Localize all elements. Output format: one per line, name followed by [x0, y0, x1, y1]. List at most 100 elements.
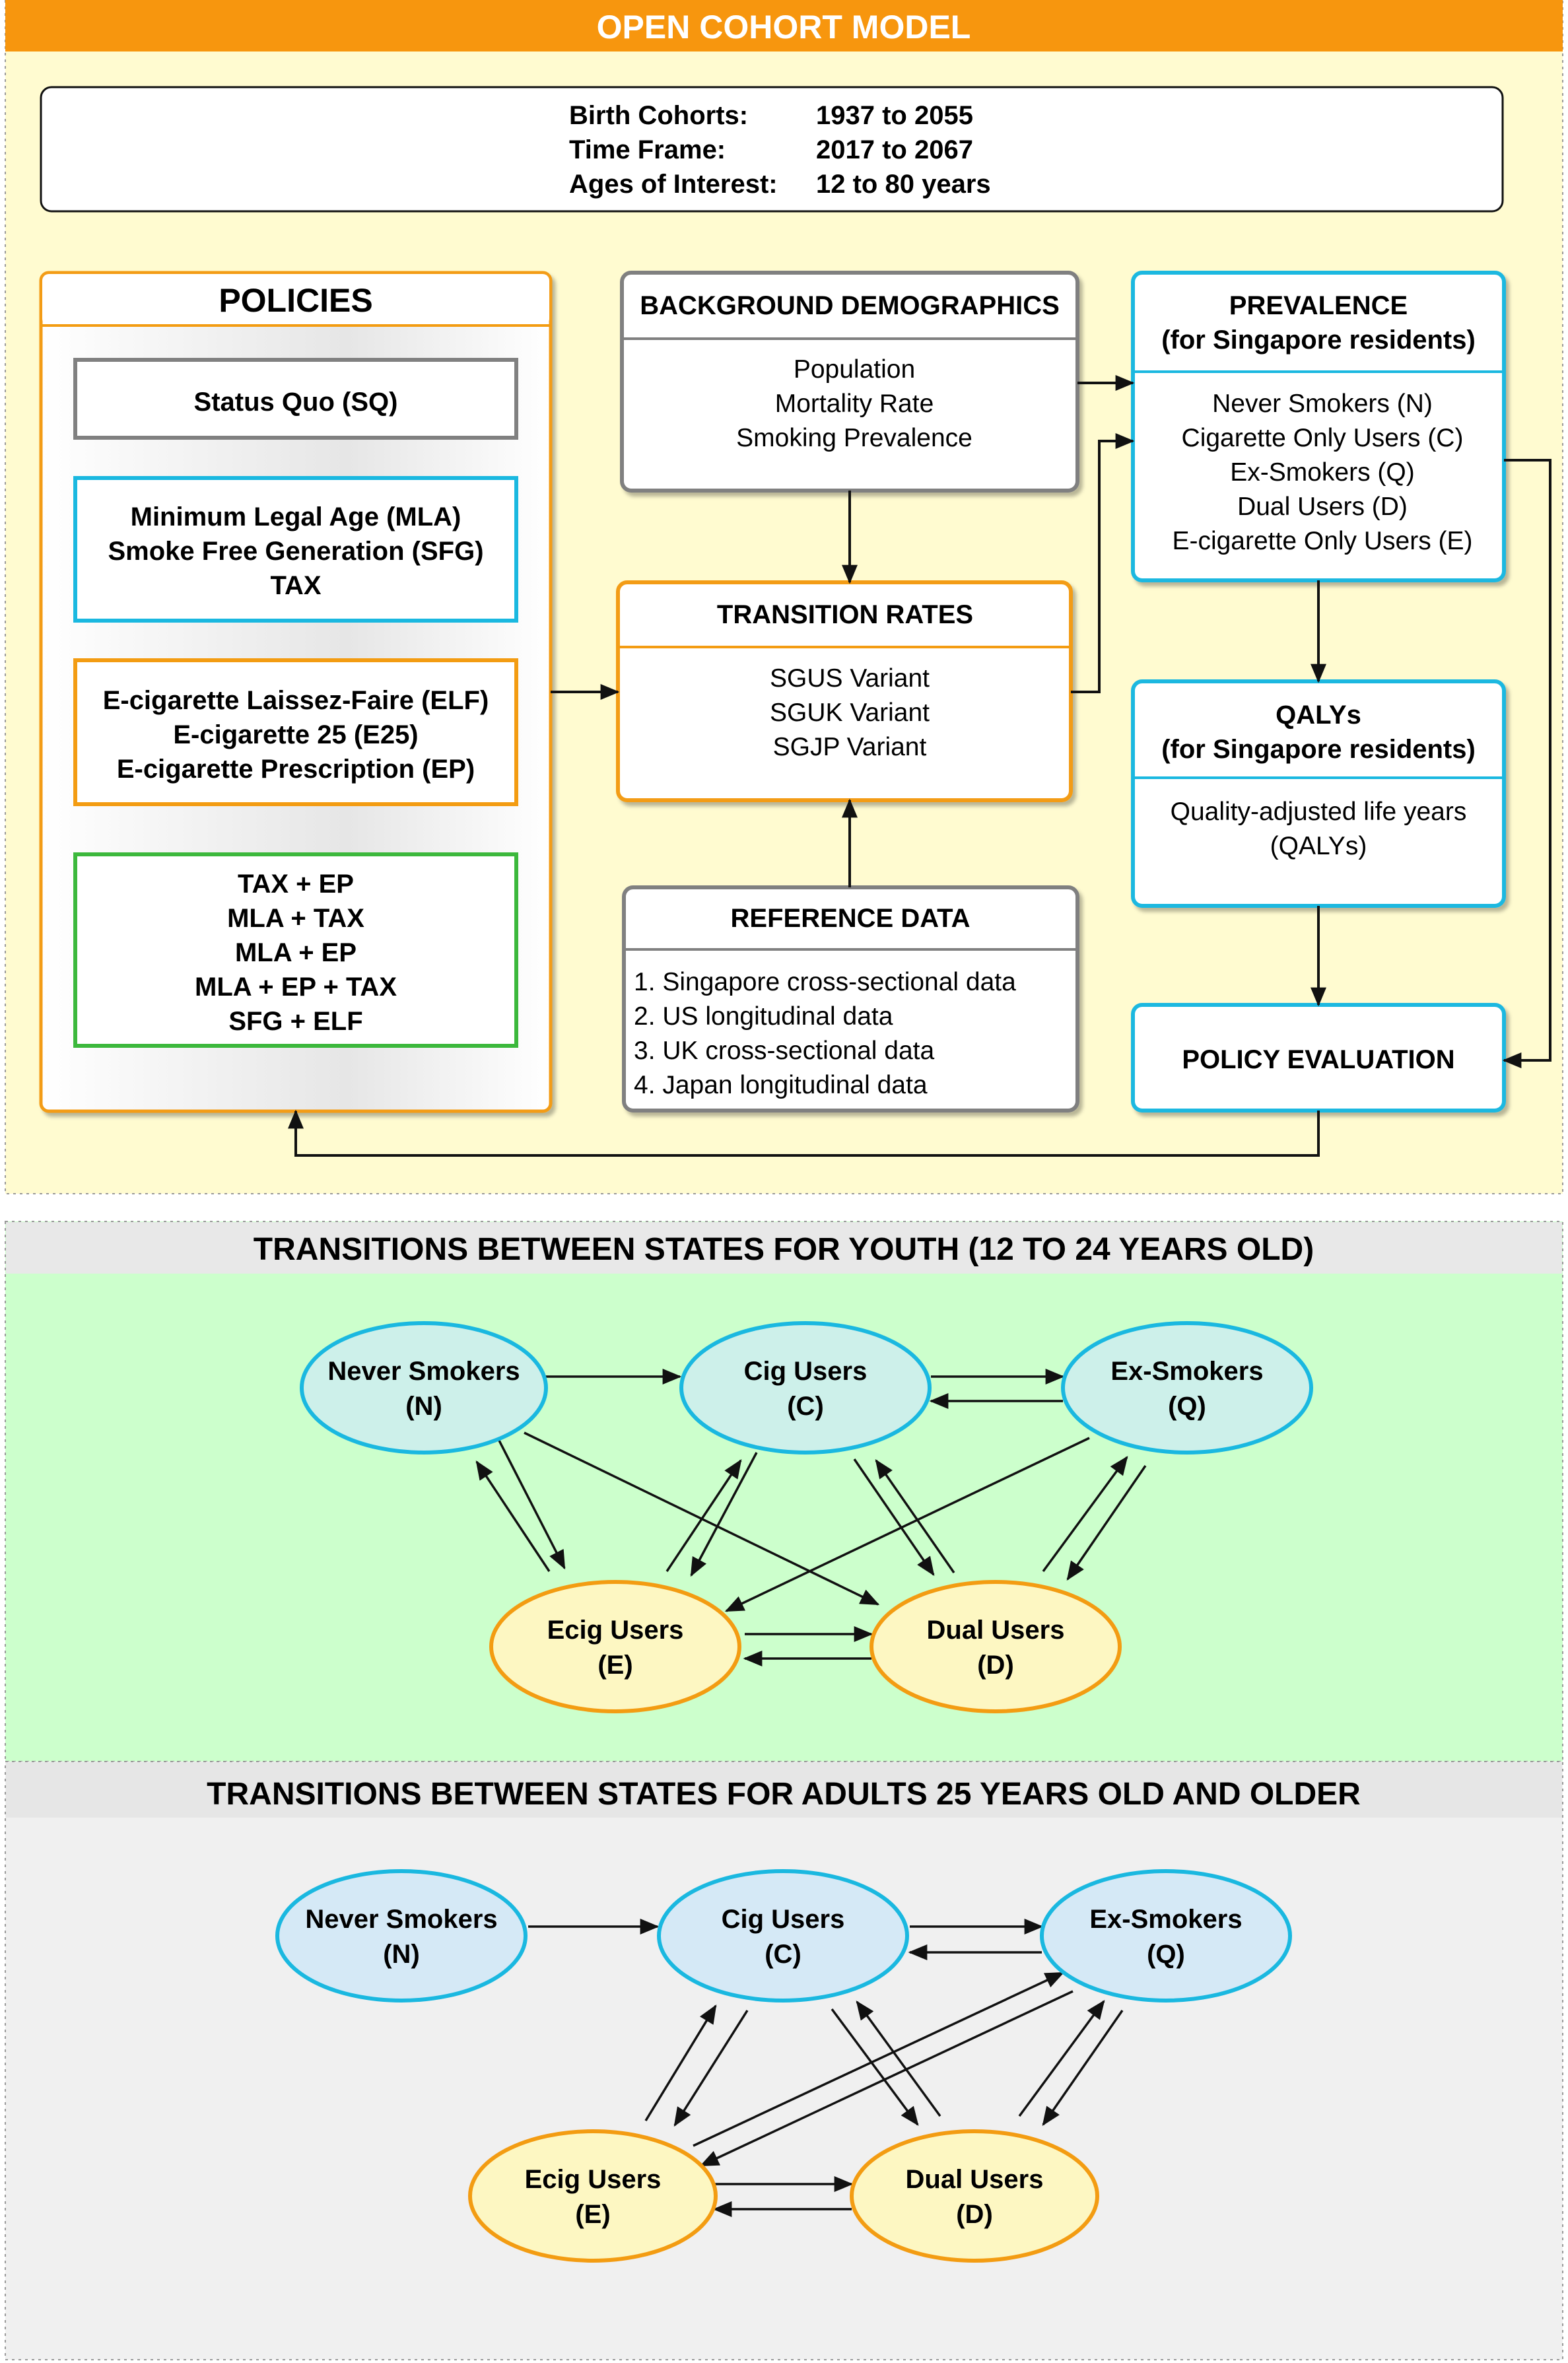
policy-label: TAX + EP [238, 870, 354, 899]
box-title: BACKGROUND DEMOGRAPHICS [640, 291, 1060, 320]
qalys-box: QALYs (for Singapore residents) Quality-… [1131, 679, 1506, 908]
summary-value: 12 to 80 years [816, 170, 991, 199]
box-subtitle: (for Singapore residents) [1161, 325, 1476, 355]
policy-label: E-cigarette Laissez-Faire (ELF) [103, 686, 489, 715]
state-label: Ecig Users [547, 1616, 684, 1645]
policies-box: POLICIES Status Quo (SQ) Minimum Legal A… [39, 271, 553, 1113]
state-label: Ecig Users [525, 2165, 662, 2194]
youth-title: TRANSITIONS BETWEEN STATES FOR YOUTH (12… [254, 1232, 1314, 1267]
state-code: (D) [956, 2200, 993, 2229]
state-code: (E) [597, 1651, 632, 1680]
box-item: Population [794, 355, 915, 384]
box-item: Smoking Prevalence [736, 424, 972, 452]
box-item: (QALYs) [1270, 832, 1367, 860]
state-code: (C) [765, 1940, 801, 1969]
policy-label: E-cigarette Prescription (EP) [117, 755, 475, 784]
box-title: POLICY EVALUATION [1182, 1045, 1454, 1074]
policy-label: Status Quo (SQ) [194, 388, 398, 417]
box-item: E-cigarette Only Users (E) [1172, 527, 1472, 555]
policy-label: MLA + EP [235, 938, 357, 967]
arrow-prevalence-to-evaluation [1502, 459, 1551, 1068]
box-item: Ex-Smokers (Q) [1230, 458, 1415, 487]
box-item: 3. UK cross-sectional data [634, 1037, 935, 1065]
box-item: Cigarette Only Users (C) [1182, 424, 1464, 452]
flow-arrows [288, 375, 1551, 1157]
summary-value: 1937 to 2055 [816, 101, 973, 130]
box-item: 1. Singapore cross-sectional data [634, 968, 1016, 996]
box-title: QALYs [1276, 701, 1361, 730]
adult-transition-arrows [528, 1919, 1124, 2217]
adult-panel: TRANSITIONS BETWEEN STATES FOR ADULTS 25… [5, 1761, 1563, 2360]
box-item: SGJP Variant [773, 733, 927, 761]
policy-label: TAX [270, 571, 321, 600]
box-item: SGUS Variant [770, 664, 930, 693]
box-title: TRANSITION RATES [717, 600, 973, 629]
adult-state-ecig-users: Ecig Users (E) [468, 2129, 718, 2263]
box-item: SGUK Variant [770, 699, 930, 727]
youth-state-never-smokers: Never Smokers (N) [300, 1321, 548, 1455]
box-title: PREVALENCE [1229, 291, 1408, 320]
state-label: Never Smokers [305, 1905, 497, 1934]
state-label: Cig Users [722, 1905, 845, 1934]
adult-state-never-smokers: Never Smokers (N) [275, 1869, 528, 2003]
state-label: Ex-Smokers [1089, 1905, 1242, 1934]
summary-rows: Birth Cohorts: 1937 to 2055 Time Frame: … [569, 101, 991, 199]
policy-group-ecig [73, 658, 518, 806]
state-code: (C) [787, 1392, 824, 1421]
state-code: (N) [405, 1392, 442, 1421]
state-label: Dual Users [906, 2165, 1044, 2194]
state-code: (Q) [1147, 1940, 1185, 1969]
state-code: (Q) [1168, 1392, 1206, 1421]
policies-title: POLICIES [219, 282, 372, 319]
summary-label: Birth Cohorts: [569, 101, 748, 130]
policy-label: E-cigarette 25 (E25) [173, 720, 418, 749]
youth-state-dual-users: Dual Users (D) [869, 1580, 1122, 1713]
background-demographics-box: BACKGROUND DEMOGRAPHICS Population Morta… [620, 271, 1079, 493]
adult-title: TRANSITIONS BETWEEN STATES FOR ADULTS 25… [207, 1777, 1361, 1812]
state-code: (D) [977, 1651, 1014, 1680]
state-label: Ex-Smokers [1110, 1357, 1263, 1386]
page-title: OPEN COHORT MODEL [597, 9, 971, 46]
policy-label: MLA + EP + TAX [195, 973, 397, 1002]
adult-state-dual-users: Dual Users (D) [850, 2129, 1099, 2263]
policy-label: MLA + TAX [227, 904, 364, 933]
box-title: REFERENCE DATA [731, 904, 971, 933]
youth-state-ex-smokers: Ex-Smokers (Q) [1061, 1321, 1313, 1455]
box-item: 2. US longitudinal data [634, 1002, 893, 1031]
state-label: Cig Users [744, 1357, 868, 1386]
arrow-transition-rates-to-prevalence [1071, 433, 1135, 693]
summary-box [40, 86, 1504, 213]
state-label: Never Smokers [327, 1357, 520, 1386]
adult-state-ex-smokers: Ex-Smokers (Q) [1040, 1869, 1292, 2003]
youth-state-cig-users: Cig Users (C) [679, 1321, 932, 1455]
header-bar [5, 0, 1563, 51]
box-item: Quality-adjusted life years [1171, 798, 1467, 826]
reference-data-box: REFERENCE DATA 1. Singapore cross-sectio… [622, 885, 1079, 1113]
youth-transition-arrows [475, 1369, 1147, 1666]
youth-panel: TRANSITIONS BETWEEN STATES FOR YOUTH (12… [5, 1221, 1563, 1762]
policy-evaluation-box: POLICY EVALUATION [1131, 1003, 1506, 1113]
youth-state-ecig-users: Ecig Users (E) [489, 1580, 741, 1713]
box-item: 4. Japan longitudinal data [634, 1071, 928, 1099]
box-item: Mortality Rate [775, 390, 934, 418]
policy-group-mla-sfg-tax [73, 476, 518, 623]
summary-value: 2017 to 2067 [816, 135, 973, 164]
policy-label: Smoke Free Generation (SFG) [108, 537, 483, 566]
box-item: Dual Users (D) [1237, 493, 1408, 521]
summary-label: Time Frame: [569, 135, 726, 164]
state-code: (N) [383, 1940, 420, 1969]
policy-group-status-quo [73, 358, 518, 440]
policy-label: SFG + ELF [228, 1007, 362, 1036]
box-subtitle: (for Singapore residents) [1161, 735, 1476, 764]
state-code: (E) [575, 2200, 610, 2229]
arrow-evaluation-to-policies [288, 1109, 1320, 1157]
box-item: Never Smokers (N) [1212, 390, 1433, 418]
policy-label: Minimum Legal Age (MLA) [131, 502, 461, 531]
transition-rates-box: TRANSITION RATES SGUS Variant SGUK Varia… [616, 580, 1073, 802]
summary-label: Ages of Interest: [569, 170, 778, 199]
state-label: Dual Users [927, 1616, 1065, 1645]
prevalence-box: PREVALENCE (for Singapore residents) Nev… [1131, 271, 1506, 582]
adult-state-cig-users: Cig Users (C) [657, 1869, 909, 2003]
policy-group-combinations [73, 852, 518, 1048]
